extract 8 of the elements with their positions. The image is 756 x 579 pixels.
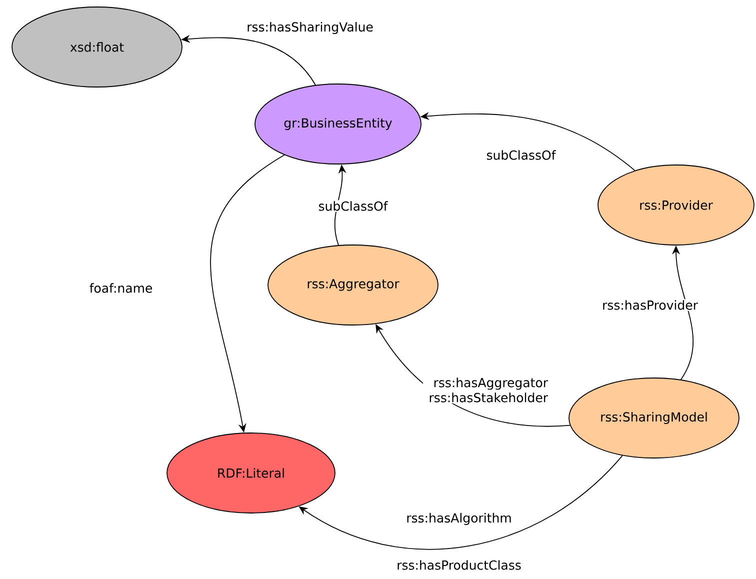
edge-label: rss:hasProvider bbox=[601, 299, 699, 311]
edge-label: rss:hasAggregator rss:hasStakeholder bbox=[423, 376, 549, 404]
edge-label: foaf:name bbox=[88, 282, 154, 294]
edge-label: rss:hasAlgorithm bbox=[405, 512, 513, 526]
property-label: rss:hasProductClass bbox=[396, 559, 522, 571]
edge-label: rss:hasSharingValue bbox=[246, 20, 374, 36]
edge-label: subClassOf bbox=[485, 149, 557, 161]
edge-label: subClassOf bbox=[317, 200, 389, 212]
